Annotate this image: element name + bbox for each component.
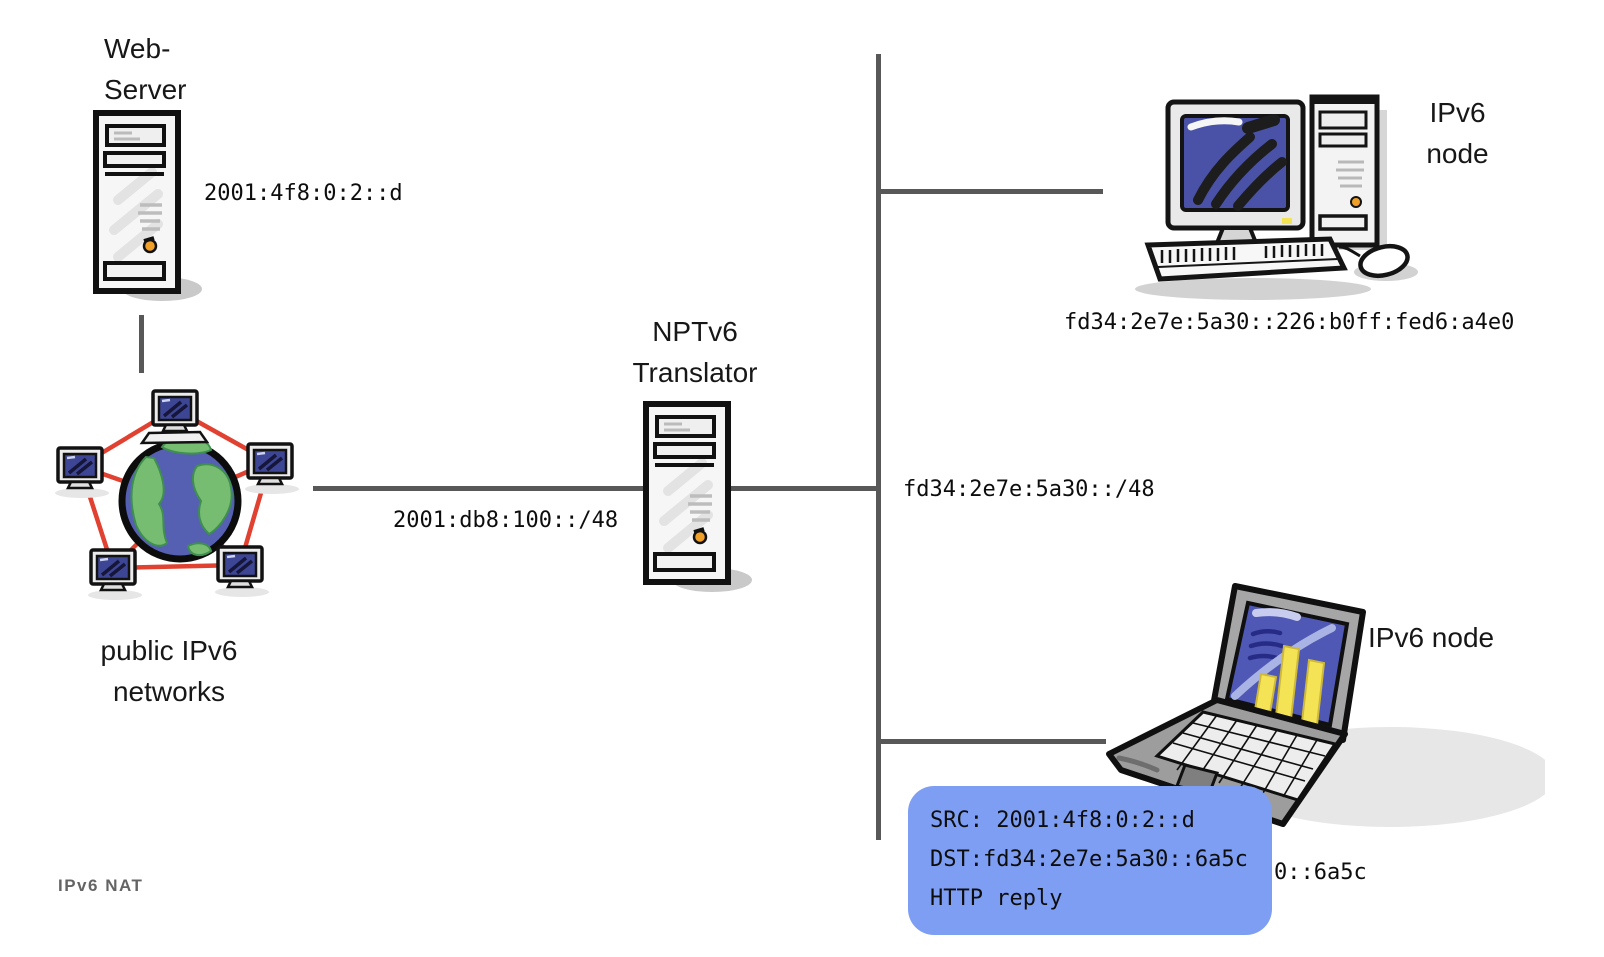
link-cloud-to-translator: [313, 486, 881, 491]
packet-payload-line: HTTP reply: [930, 886, 1063, 911]
public-prefix-label: 2001:db8:100::/48: [393, 508, 619, 533]
packet-callout: SRC: 2001:4f8:0:2::d DST:fd34:2e7e:5a30:…: [908, 786, 1272, 935]
internal-backbone-line: [876, 54, 881, 840]
top-node-label: IPv6 node: [1400, 92, 1515, 174]
cluster-red-links: [77, 407, 273, 571]
mini-keyboard-icon: [139, 430, 210, 445]
mini-monitor-icon: [53, 446, 111, 500]
tower-shadow: [1322, 110, 1387, 250]
translator-server-tower-icon: [638, 396, 758, 596]
server-tower-icon: [88, 105, 208, 305]
diagram-watermark: IPv6 NAT: [58, 876, 144, 895]
top-node-label-line2: node: [1426, 138, 1489, 169]
packet-dst-line: DST:fd34:2e7e:5a30::6a5c: [930, 847, 1248, 872]
mini-monitor-icon: [243, 442, 301, 496]
mini-monitor-icon: [148, 389, 206, 443]
translator-label-line2: Translator: [632, 357, 758, 388]
bottom-node-label: IPv6 node: [1368, 622, 1495, 653]
internal-prefix-label: fd34:2e7e:5a30::/48: [903, 477, 1155, 502]
keyboard-icon: [1144, 236, 1348, 282]
translator-label-line1: NPTv6: [652, 316, 738, 347]
bottom-node-address-fragment: 0::6a5c: [1274, 860, 1367, 885]
mini-monitor-icon: [86, 548, 144, 602]
mini-monitor-icon: [213, 545, 271, 599]
link-webserver-to-cloud: [139, 315, 144, 373]
translator-label: NPTv6 Translator: [590, 311, 800, 393]
tower-icon: [1309, 94, 1380, 248]
globe-icon: [118, 437, 242, 563]
top-node-address: fd34:2e7e:5a30::226:b0ff:fed6:a4e0: [1064, 310, 1515, 335]
desktop-computer-icon: [1135, 94, 1418, 300]
public-networks-label: public IPv6 networks: [63, 630, 275, 712]
chart-bars: [1253, 644, 1326, 727]
web-server-label: Web- Server: [104, 28, 186, 110]
laptop-lid: [1210, 583, 1366, 743]
public-networks-label-line1: public IPv6: [100, 635, 238, 666]
top-node-label-line1: IPv6: [1429, 97, 1486, 128]
web-server-label-line1: Web-: [104, 33, 171, 64]
web-server-address: 2001:4f8:0:2::d: [204, 181, 403, 206]
packet-src-line: SRC: 2001:4f8:0:2::d: [930, 808, 1195, 833]
branch-to-top-node: [878, 189, 1103, 194]
mouse-icon: [1338, 243, 1410, 279]
web-server-label-line2: Server: [104, 74, 187, 105]
branch-to-bottom-node: [878, 739, 1106, 744]
monitor-icon: [1165, 99, 1306, 245]
public-networks-label-line2: networks: [112, 676, 226, 707]
